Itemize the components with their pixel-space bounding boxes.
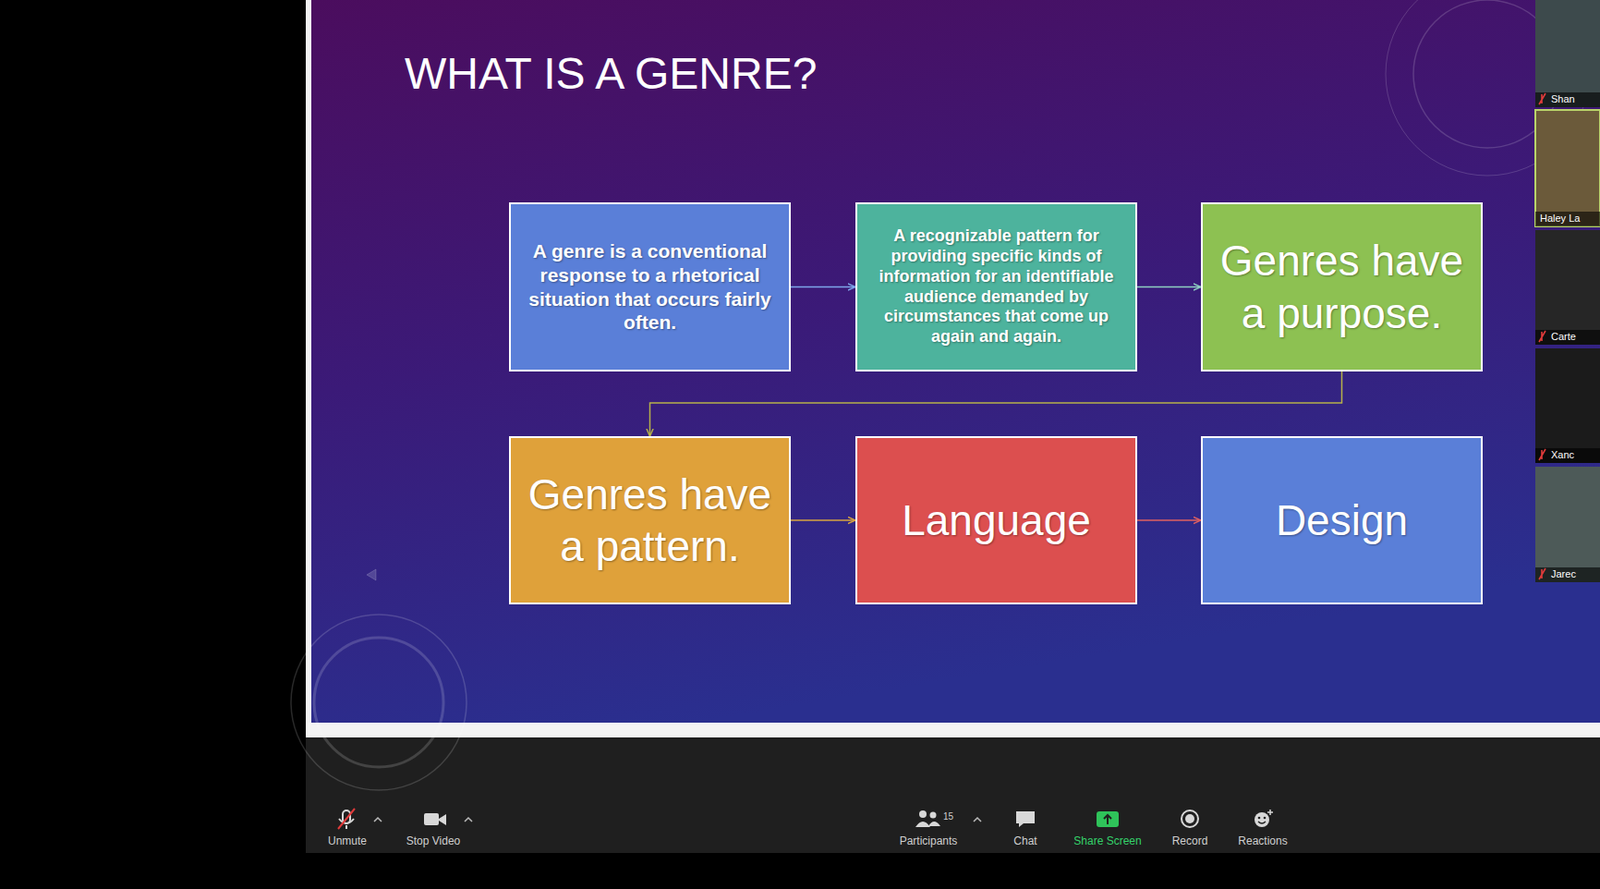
flow-arrow [1137, 519, 1201, 522]
concept-box: Design [1200, 436, 1483, 605]
box-text: Design [1275, 494, 1408, 546]
box-text: A genre is a conventional response to a … [521, 239, 778, 334]
flow-arrow [790, 286, 856, 289]
box-text: Genres have a pattern. [521, 468, 778, 572]
toolbar-label: Reactions [1237, 834, 1287, 848]
slide-border [305, 0, 312, 738]
flow-arrow [790, 519, 856, 522]
concept-box: Genres have a purpose. [1200, 202, 1483, 372]
participant-name: Shan [1551, 93, 1576, 105]
flow-arrow [650, 371, 1343, 437]
toolbar-label: Stop Video [406, 834, 461, 848]
toolbar-label: Share Screen [1073, 834, 1141, 848]
concept-box: Language [855, 436, 1138, 605]
toolbar-label: Record [1172, 834, 1209, 848]
participant-name: Jarec [1551, 568, 1576, 580]
flow-arrow [1137, 286, 1201, 289]
definition-box: A genre is a conventional response to a … [509, 202, 791, 372]
box-text: Language [901, 494, 1091, 546]
participant-name: Haley La [1539, 212, 1580, 224]
toolbar [305, 737, 1600, 853]
participant-name: Xanc [1551, 448, 1575, 461]
participant-thumbnails [1535, 0, 1600, 582]
participant-name: Carte [1551, 330, 1576, 342]
toolbar-label: Chat [1013, 834, 1037, 848]
definition-box: A recognizable pattern for providing spe… [855, 202, 1138, 372]
box-text: A recognizable pattern for providing spe… [868, 226, 1125, 349]
toolbar-icons [338, 808, 1273, 829]
box-text: Genres have a purpose. [1213, 234, 1470, 339]
slide-border [305, 722, 1600, 738]
slide-decoration [290, 0, 1589, 790]
slide-ground [311, 0, 1600, 723]
slide-title: WHAT IS A GENRE? [404, 48, 817, 99]
concept-box: Genres have a pattern. [509, 436, 791, 605]
toolbar-label: Participants [899, 834, 958, 848]
participant-count: 15 [943, 811, 954, 822]
toolbar-label: Unmute [327, 834, 367, 848]
